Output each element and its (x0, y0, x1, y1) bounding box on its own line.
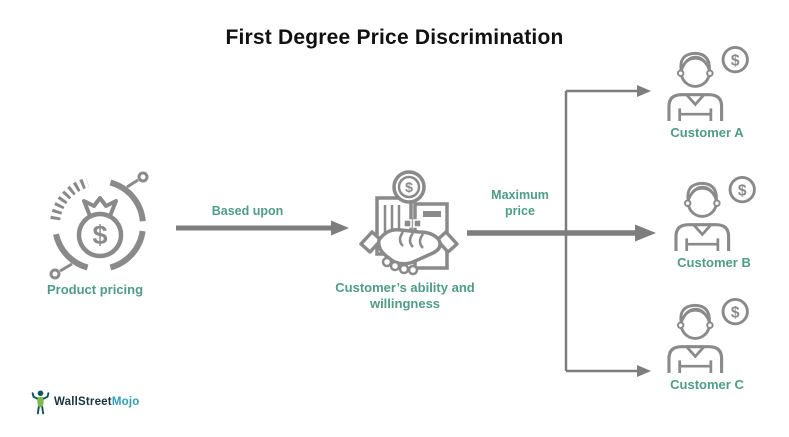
money-bag-circuit-icon: $ (44, 170, 156, 282)
customer-b-node: $ Customer B (668, 175, 760, 270)
branch-arrow-customer-c-head (637, 365, 651, 377)
dollar-glyph: $ (92, 220, 107, 250)
customer-person-icon: $ (667, 297, 749, 373)
logo-text-secondary: Mojo (111, 396, 140, 408)
customer-person-icon: $ (674, 175, 756, 251)
maximum-price-label-line2: price (505, 204, 535, 219)
customer-a-node: $ Customer A (661, 45, 753, 140)
dollar-glyph: $ (731, 304, 740, 321)
maximum-price-label: Maximum price (482, 187, 558, 220)
customer-person-icon: $ (667, 45, 749, 121)
customer-c-label: Customer C (670, 377, 744, 392)
customer-c-node: $ Customer C (661, 297, 753, 392)
wallstreetmojo-logo-text: WallStreetMojo (54, 396, 139, 408)
arrow-maximum-price-head (635, 224, 656, 242)
maximum-price-label-line1: Maximum (491, 188, 549, 202)
dollar-glyph: $ (731, 52, 740, 69)
customer-a-label: Customer A (670, 125, 744, 140)
based-upon-label: Based upon (211, 204, 284, 218)
product-pricing-label: Product pricing (46, 282, 144, 297)
arrow-based-upon-head (331, 220, 349, 236)
dollar-glyph: $ (738, 182, 747, 199)
page-title: First Degree Price Discrimination (225, 26, 564, 49)
customer-ability-label: Customer’s ability and willingness (310, 280, 500, 313)
customer-b-label: Customer B (677, 255, 751, 270)
wallstreetmojo-logo: WallStreetMojo (30, 388, 139, 416)
handshake-deal-icon: $ (357, 170, 461, 286)
logo-text-primary: WallStreet (54, 396, 112, 408)
wallstreetmojo-mascot-icon (31, 390, 50, 415)
branch-arrow-customer-a-head (637, 85, 651, 97)
customer-ability-label-line2: willingness (369, 296, 441, 312)
dollar-glyph: $ (405, 179, 413, 195)
customer-ability-label-line1: Customer’s ability and (335, 280, 475, 295)
